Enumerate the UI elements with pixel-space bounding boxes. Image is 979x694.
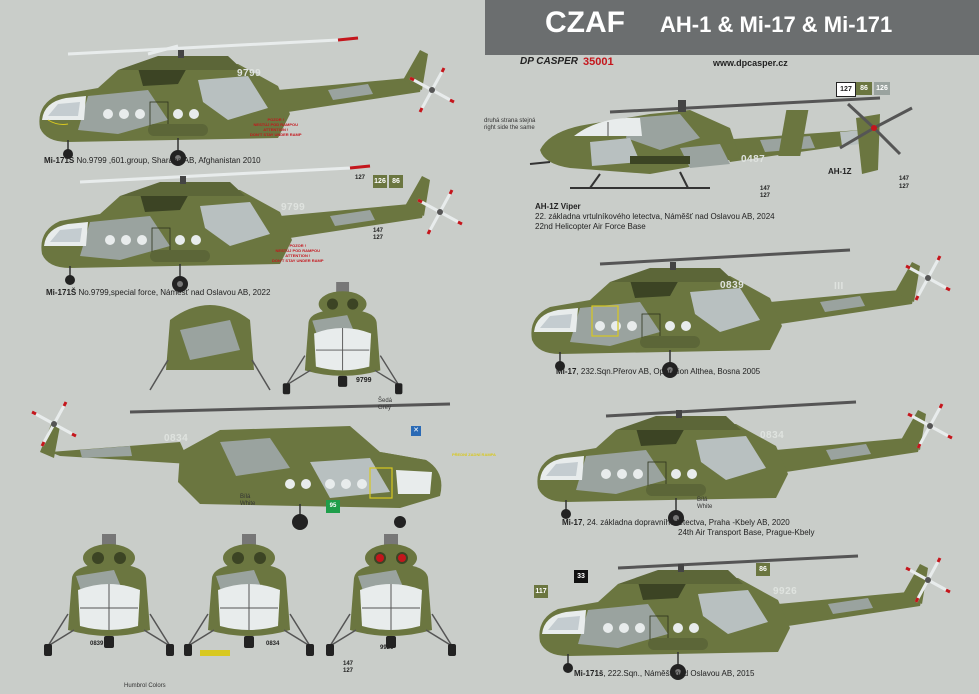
warning-text: NESTÚJ POD RAMPOU [253,122,298,127]
note-text: right side the same [484,125,535,131]
mi17-0834-left-profile [30,400,451,530]
caption-model: Mi-171Š [44,156,75,165]
title-bar [485,0,979,55]
product-code: 35001 [583,56,614,68]
caption-mi17-bosna: Mi-17, 232.Sqn.Přerov AB, Operation Alth… [556,367,760,377]
warning-text: ATTENTION ! [285,253,311,258]
humbrol-colors-label: Humbrol Colors [124,683,166,689]
title-czaf: CZAF [545,6,625,39]
mark-127-d: 127 [343,668,354,674]
badge-86-top: 86 [856,82,872,95]
caption-model: Mi-171š [574,669,604,678]
title-models: AH-1 & Mi-17 & Mi-171 [660,12,893,37]
note-white-1: Bílá White [240,494,255,508]
mi17-front-view-0839 [43,533,175,657]
note-text: Grey [378,405,392,411]
caption-model: Mi-17 [562,518,583,527]
warning-text: DON'T STAY UNDER RAMP [272,258,324,263]
serial-0487: 0487 [741,154,766,165]
note-right-side: druhá strana stejná right side the same [484,118,535,132]
serial-0839-a: 0839 [720,280,745,291]
note-text: White [697,504,713,510]
caption-mi171s-9926: Mi-171š, 222.Sqn., Náměšť nad Oslavou AB… [574,669,754,679]
mi17-0839-bosna-profile [530,248,952,379]
serial-0834-a: 0834 [164,433,189,444]
mark-127-c: 127 [899,184,910,190]
note-grey: Šedá Grey [378,398,392,412]
mark-147-b: 147 [760,186,771,192]
badge-117: 117 [534,585,548,598]
mark-127-b: 127 [760,193,771,199]
serial-9799-b: 9799 [281,202,306,213]
badge-126-top: 126 [874,82,890,95]
note-text: Šedá [378,398,393,404]
serial-9799-a: 9799 [237,68,262,79]
mark-147-d: 147 [343,661,354,667]
caption-ah1z: AH-1Z Viper 22. základna vrtulníkového l… [535,202,775,232]
caption-model: Mi-171Š [46,288,77,297]
note-text: White [240,501,256,507]
note-text: druhá strana stejná [484,118,536,124]
warning-text: ATTENTION ! [263,127,289,132]
serial-9926-b: 9926 [380,645,394,651]
badge-127: 127 [355,175,366,181]
serial-0834-c: 0834 [266,641,280,647]
badge-86-c: 86 [756,563,770,576]
mark-127: 127 [373,235,384,241]
website-link[interactable]: www.dpcasper.cz [713,58,788,68]
serial-9799-c: 9799 [356,377,372,384]
mi17-front-view-0834 [183,533,315,657]
ah1z-viper-0487-profile [529,96,913,189]
warning-text: POZOR ! [289,243,307,248]
note-text: Bílá [240,494,251,500]
caption-text: No.9799 ,601.group, Sharana AB, Afghanis… [74,156,261,165]
serial-0834-b: 0834 [760,430,785,441]
caption-text: , 232.Sqn.Přerov AB, Operation Althea, B… [576,367,761,376]
caption-title: AH-1Z Viper [535,202,581,211]
caption-mi17-kbely: Mi-17, 24. základna dopravního letectva,… [562,518,815,538]
badge-33: 33 [574,570,588,583]
serial-9926-a: 9926 [773,586,798,597]
mi171s-rear-view [149,305,271,391]
blue-square-marking: ✕ [411,426,421,436]
warning-ramp-1: POZOR ! NESTÚJ POD RAMPOU ATTENTION ! DO… [250,117,302,137]
badge-127-top: 127 [836,82,856,97]
label-ah1z: AH-1Z [828,167,852,176]
caption-text: No.9799,special force, Náměšť nad Oslavo… [76,288,271,297]
mi171s-9799-afghanistan-profile [38,36,456,167]
mark-147: 147 [373,228,384,234]
warning-text: NESTÚJ POD RAMPOU [275,248,320,253]
roman-three-marking: III [834,281,844,292]
warning-text: DON'T STAY UNDER RAMP [250,132,302,137]
ramp-marking: PŘEDNÍ ZADNÍ RAMPA [452,452,496,457]
caption-text: , 222.Sqn., Náměšť nad Oslavou AB, 2015 [603,669,755,678]
mark-147-c: 147 [899,176,910,182]
note-white-2: Bílá White [697,497,712,511]
caption-mi171s-special-force: Mi-171Š No.9799,special force, Náměšť na… [46,288,270,298]
mi171s-9799-special-force-profile [40,164,464,293]
mi17-0834-kbely-profile [536,400,954,527]
caption-line: 22. základna vrtulníkového letectva, Nám… [535,212,775,221]
caption-line: 22nd Helicopter Air Force Base [535,222,646,231]
warning-ramp-2: POZOR ! NESTÚJ POD RAMPOU ATTENTION ! DO… [272,243,324,263]
note-text: Bílá [697,497,708,503]
mi171s-front-view-9926 [325,533,457,657]
serial-0839-b: 0839 [90,641,104,647]
caption-line: 24th Air Transport Base, Prague-Kbely [678,528,815,537]
badge-86: 86 [389,175,403,188]
caption-mi171s-afghanistan: Mi-171Š No.9799 ,601.group, Sharana AB, … [44,156,261,166]
badge-126: 126 [373,175,387,188]
mi171s-9926-profile [538,554,952,681]
brand-logo: DP CASPER [520,56,578,67]
caption-text: , 24. základna dopravního letectva, Prah… [582,518,790,527]
warning-text: POZOR ! [267,117,285,122]
badge-95: 95 [326,500,340,513]
caption-model: Mi-17 [556,367,577,376]
